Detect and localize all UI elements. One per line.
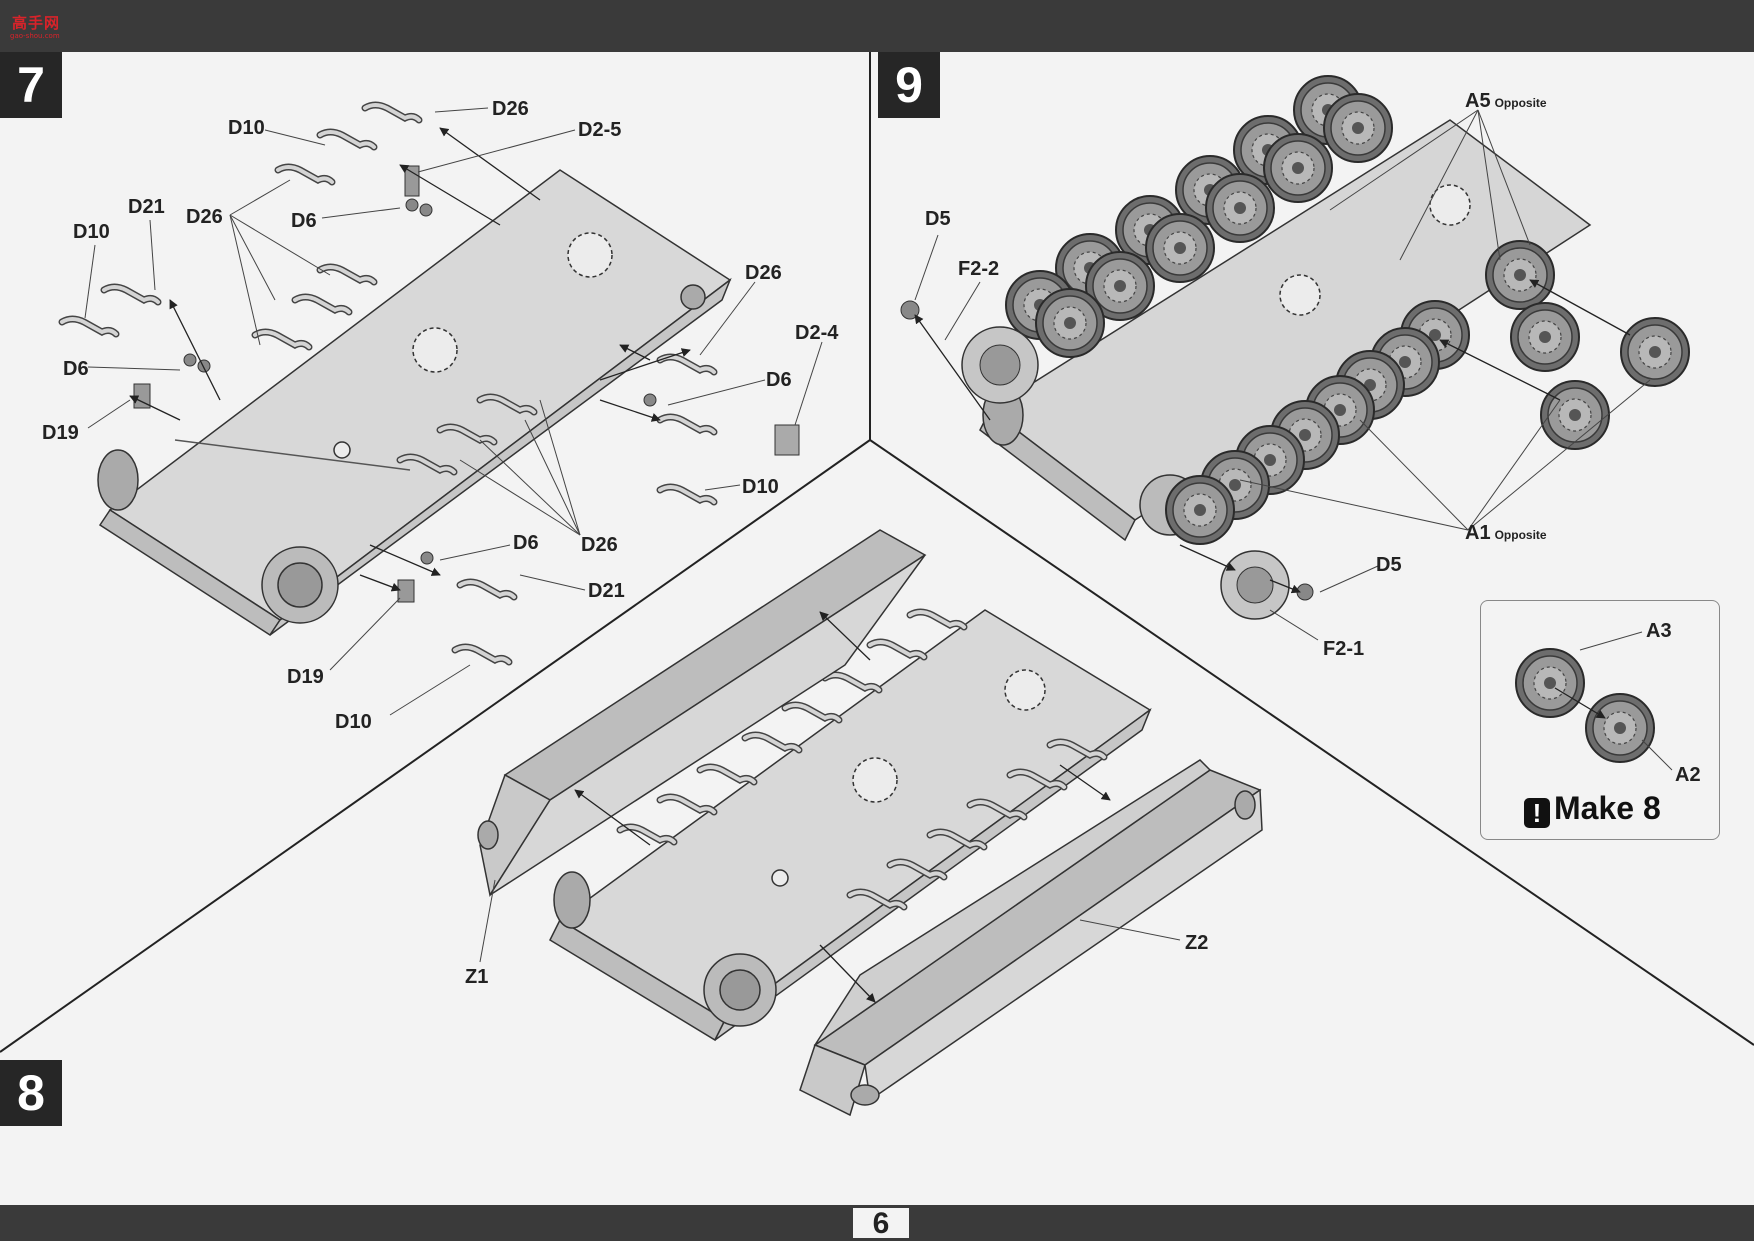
label-f2-1: F2-1 <box>1323 638 1365 660</box>
label-d6: D6 <box>766 369 792 391</box>
label-d26: D26 <box>745 262 782 284</box>
label-d6: D6 <box>291 210 317 232</box>
label-d6: D6 <box>63 358 89 380</box>
label-d2-5: D2-5 <box>578 119 622 141</box>
label-d26: D26 <box>492 98 529 120</box>
label-d10: D10 <box>228 117 265 139</box>
make-count-note: !Make 8 <box>1524 790 1661 828</box>
label-z2: Z2 <box>1185 932 1209 954</box>
label-d19: D19 <box>42 422 79 444</box>
logo-text: 高手网 <box>12 14 61 32</box>
label-a5-note: Opposite <box>1494 96 1547 110</box>
label-d2-4: D2-4 <box>795 322 839 344</box>
label-a2: A2 <box>1675 764 1701 786</box>
exclamation-icon: ! <box>1524 798 1550 828</box>
step8-leaders <box>479 879 1181 963</box>
page-number-background <box>853 1208 909 1238</box>
make-text: Make 8 <box>1554 790 1661 826</box>
label-a1-text: A1 <box>1465 522 1491 544</box>
label-d10: D10 <box>742 476 779 498</box>
label-a5-text: A5 <box>1465 90 1491 112</box>
label-d19: D19 <box>287 666 324 688</box>
label-d26: D26 <box>186 206 223 228</box>
label-d10: D10 <box>335 711 372 733</box>
step9-leaders <box>914 109 1671 771</box>
site-logo: 高手网 gao-shou.com <box>4 4 70 40</box>
label-a1-note: Opposite <box>1494 528 1547 542</box>
step-9-badge: 9 <box>878 52 940 118</box>
panel-dividers <box>0 52 1754 1053</box>
step9-arrows <box>914 279 1631 594</box>
step7-arrows <box>129 127 691 592</box>
label-d21: D21 <box>128 196 165 218</box>
label-a3: A3 <box>1646 620 1672 642</box>
label-d5: D5 <box>1376 554 1402 576</box>
label-z1: Z1 <box>465 966 489 988</box>
step8-arrows <box>574 611 1111 1003</box>
step7-hull <box>97 169 732 637</box>
wheel-assembly-figure <box>1515 631 1673 771</box>
label-f2-2: F2-2 <box>958 258 1000 280</box>
logo-subtext: gao-shou.com <box>10 32 60 40</box>
label-d26: D26 <box>581 534 618 556</box>
page-number: 6 <box>872 1207 890 1240</box>
label-d21: D21 <box>588 580 625 602</box>
step7-parts <box>62 105 800 662</box>
label-d6: D6 <box>513 532 539 554</box>
label-d5: D5 <box>925 208 951 230</box>
step-8-badge: 8 <box>0 1060 62 1126</box>
step9-wheels <box>900 75 1690 620</box>
step-7-badge: 7 <box>0 52 62 118</box>
assembly-diagram <box>0 52 1754 1117</box>
side-panel-z2 <box>799 759 1263 1117</box>
side-panel-z1 <box>477 529 927 897</box>
top-bar <box>0 0 1754 52</box>
step7-leaders <box>84 107 823 716</box>
label-d10: D10 <box>73 221 110 243</box>
